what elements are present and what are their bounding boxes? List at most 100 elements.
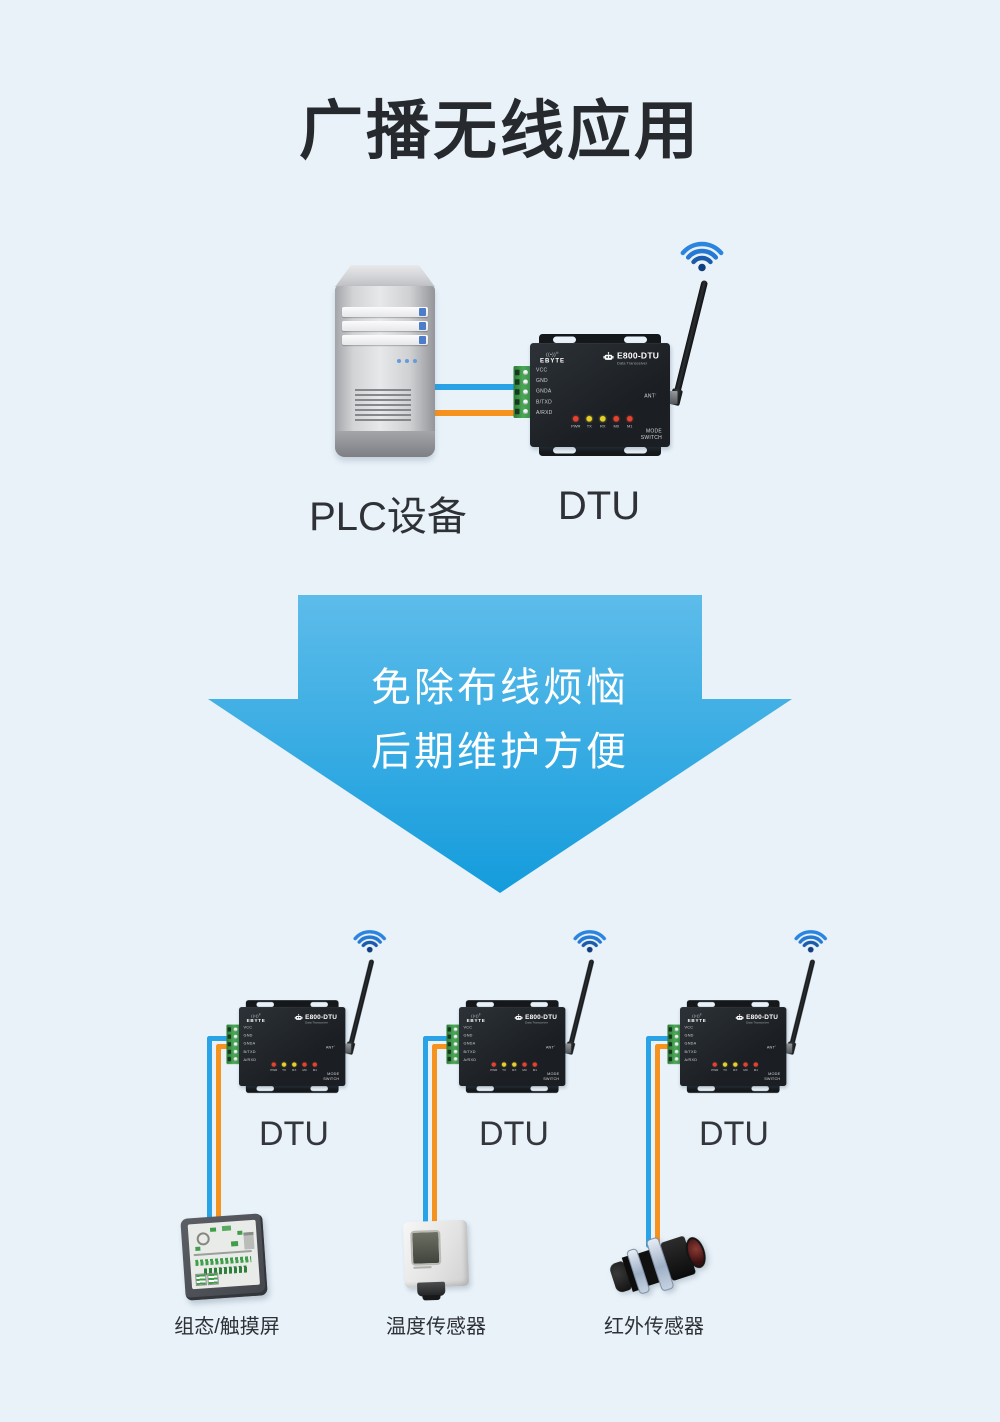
infrared-sensor: [608, 1224, 710, 1298]
page-title: 广播无线应用: [299, 95, 701, 167]
mounting-tab-bottom: [465, 1083, 559, 1093]
mounting-tab-top: [686, 1000, 780, 1010]
terminal-label: GND: [536, 378, 548, 384]
terminal-row: [667, 1026, 680, 1033]
mode-switch-label: MODE SWITCH: [323, 1071, 340, 1081]
mounting-hole: [697, 1086, 715, 1091]
model-subtitle: Data Transceiver: [305, 1020, 329, 1025]
touch-panel: [180, 1213, 268, 1301]
terminal-row: [226, 1041, 239, 1048]
terminal-label: B/TXD: [243, 1049, 256, 1054]
model-block: E800-DTU Data Transceiver: [294, 1013, 337, 1024]
brand-signal-mark: ((•))®: [471, 1013, 481, 1018]
wire-orange: [432, 1044, 449, 1049]
robot-icon: [514, 1013, 523, 1020]
m0-led: [522, 1062, 527, 1067]
dtu-case: [239, 1007, 346, 1087]
brand-logo: ((•))® EBYTE: [688, 1014, 707, 1023]
mounting-hole: [476, 1002, 494, 1007]
brand-signal-mark: ((•))®: [251, 1013, 261, 1018]
mounting-hole: [256, 1086, 274, 1091]
terminal-label: GND: [243, 1033, 253, 1038]
sensor-window: [410, 1229, 442, 1266]
tx-led: [281, 1062, 287, 1067]
mounting-hole: [553, 447, 576, 454]
m1-led: [753, 1062, 758, 1067]
terminal-label: A/RXD: [536, 409, 553, 416]
mounting-hole: [751, 1086, 769, 1091]
terminal-labels: VCC GND GNDA B/TXD A/RXD: [536, 365, 553, 418]
brand-logo: ((•))® EBYTE: [540, 352, 565, 364]
antenna: [346, 959, 375, 1051]
down-arrow: [208, 595, 792, 893]
mode-switch-label: MODE SWITCH: [640, 428, 662, 441]
terminal-label: GND: [463, 1033, 473, 1038]
terminal-label: A/RXD: [463, 1057, 477, 1063]
terminal-labels: VCC GND GNDA B/TXD A/RXD: [685, 1024, 698, 1064]
server-base: [335, 431, 435, 457]
sensor-connector: [416, 1281, 446, 1297]
wire-blue: [423, 1036, 449, 1041]
led-row: PWR TX RX M0 M1: [489, 1062, 540, 1072]
terminal-label: GNDA: [536, 388, 552, 395]
led-row: PWR TX RX M0 M1: [710, 1062, 761, 1072]
wire-blue: [207, 1036, 231, 1041]
dtu-case: [530, 343, 670, 447]
m0-led: [743, 1062, 748, 1067]
antenna-connector: [669, 391, 678, 404]
mounting-tab-bottom: [245, 1083, 339, 1093]
terminal-labels: VCC GND GNDA B/TXD A/RXD: [244, 1024, 257, 1064]
model-block: E800-DTU Data Transceiver: [514, 1013, 557, 1024]
terminal-label: B/TXD: [536, 399, 552, 405]
wire-blue: [646, 1036, 651, 1248]
brand-name: EBYTE: [687, 1017, 707, 1023]
dtu-case: [680, 1007, 787, 1087]
mounting-hole: [256, 1002, 274, 1007]
wire-orange: [655, 1044, 671, 1049]
mounting-hole: [530, 1002, 548, 1007]
model-subtitle: Data Transceiver: [617, 361, 648, 366]
brand-name: EBYTE: [466, 1017, 486, 1023]
terminal-row: [667, 1033, 680, 1040]
mode-switch-label: MODE SWITCH: [764, 1071, 781, 1081]
sensor-barrel-assembly: [605, 1224, 713, 1305]
terminal-label: GND: [684, 1033, 694, 1038]
plc-label: PLC设备: [309, 495, 467, 539]
wire-orange: [424, 410, 518, 416]
dtu-device-2: ((•))® EBYTE E800-DTU Data Transceiver V…: [446, 930, 606, 1093]
brand-logo: ((•))® EBYTE: [247, 1014, 266, 1023]
mounting-tab-top: [245, 1000, 339, 1010]
ant-label: ANT↑: [325, 1045, 336, 1050]
terminal-labels: VCC GND GNDA B/TXD A/RXD: [464, 1024, 477, 1064]
terminal-block: [513, 366, 532, 418]
terminal-row: [226, 1026, 239, 1033]
mounting-hole: [624, 336, 647, 343]
terminal-row: [514, 368, 532, 378]
dtu-device-top: ((•))® EBYTE E800-DTU Data Transceiver V…: [513, 241, 724, 456]
terminal-row: [226, 1055, 239, 1062]
wifi-signal-icon: [573, 930, 606, 953]
mounting-tab-bottom: [539, 444, 661, 456]
model-block: E800-DTU Data Transceiver: [603, 351, 659, 366]
dtu-label-2: DTU: [479, 1115, 549, 1153]
mounting-hole: [751, 1002, 769, 1007]
m0-led: [613, 416, 619, 422]
dtu-label-1: DTU: [259, 1115, 329, 1153]
wifi-signal-icon: [353, 930, 386, 953]
terminal-label: GNDA: [463, 1041, 476, 1046]
wire-orange: [432, 1044, 437, 1226]
robot-icon: [603, 352, 614, 360]
led-row: PWR TX RX M0 M1: [569, 416, 637, 429]
model-name: E800-DTU: [525, 1013, 558, 1021]
temperature-sensor: [402, 1219, 470, 1297]
terminal-row: [226, 1048, 239, 1055]
model-subtitle: Data Transceiver: [525, 1020, 549, 1025]
terminal-row: [446, 1041, 459, 1048]
ant-label: ANT↑: [766, 1045, 777, 1050]
brand-name: EBYTE: [246, 1017, 266, 1023]
antenna: [787, 959, 816, 1051]
brand-signal-mark: ((•))®: [546, 352, 559, 357]
m1-led: [627, 416, 633, 422]
terminal-row: [514, 387, 532, 397]
mounting-hole: [310, 1086, 328, 1091]
